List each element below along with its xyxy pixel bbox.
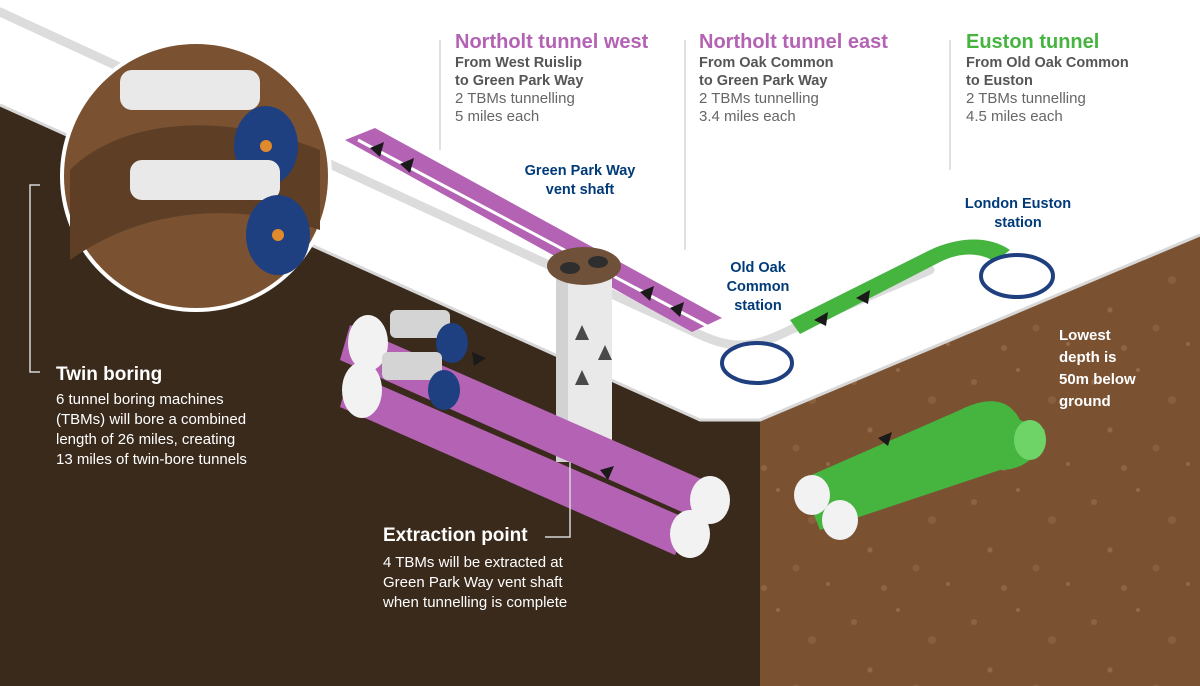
vent-shaft-arrows (575, 325, 612, 385)
west-strip-arrows (370, 142, 684, 317)
east-route: From Oak Common to Green Park Way (699, 55, 834, 89)
euston-title: Euston tunnel (966, 31, 1100, 53)
extraction-callout: Extraction point 4 TBMs will be extracte… (383, 525, 567, 613)
euston-strip-arrows (814, 290, 870, 326)
west-title: Northolt tunnel west (455, 31, 649, 53)
west-detail: 2 TBMs tunnelling 5 miles each (455, 90, 575, 125)
euston-tunnels (794, 401, 1046, 540)
east-title: Northolt tunnel east (699, 31, 888, 53)
tbm-lower (130, 160, 280, 200)
euston-station (979, 253, 1055, 299)
west-surface-strip (345, 128, 722, 332)
euston-detail: 2 TBMs tunnelling 4.5 miles each (966, 90, 1086, 125)
euston-surface-strip (790, 239, 1010, 334)
old-oak-station (720, 341, 794, 385)
east-detail: 2 TBMs tunnelling 3.4 miles each (699, 90, 819, 125)
west-route: From West Ruislip to Green Park Way (455, 55, 584, 89)
section-euston: Euston tunnel From Old Oak Common to Eus… (966, 30, 1129, 126)
euston-route: From Old Oak Common to Euston (966, 55, 1129, 89)
twin-boring-text: 6 tunnel boring machines (TBMs) will bor… (56, 391, 247, 468)
extraction-title: Extraction point (383, 525, 528, 546)
vent-shaft-top (547, 247, 621, 285)
leader-lines (29, 40, 951, 538)
west-tunnels (340, 310, 730, 558)
section-west: Northolt tunnel west From West Ruislip t… (455, 30, 648, 126)
depth-note: Lowest depth is 50m below ground (1059, 327, 1136, 410)
extraction-text: 4 TBMs will be extracted at Green Park W… (383, 554, 568, 611)
twin-boring-callout: Twin boring 6 tunnel boring machines (TB… (56, 364, 247, 470)
old-oak-label: Old Oak Common station (726, 260, 790, 314)
twin-boring-title: Twin boring (56, 364, 163, 385)
euston-station-label: London Euston station (964, 196, 1072, 231)
section-east: Northolt tunnel east From Oak Common to … (699, 30, 888, 126)
vent-shaft-label: Green Park Way vent shaft (524, 163, 636, 198)
tbm-upper (120, 70, 260, 110)
ground-edge (0, 103, 1200, 422)
